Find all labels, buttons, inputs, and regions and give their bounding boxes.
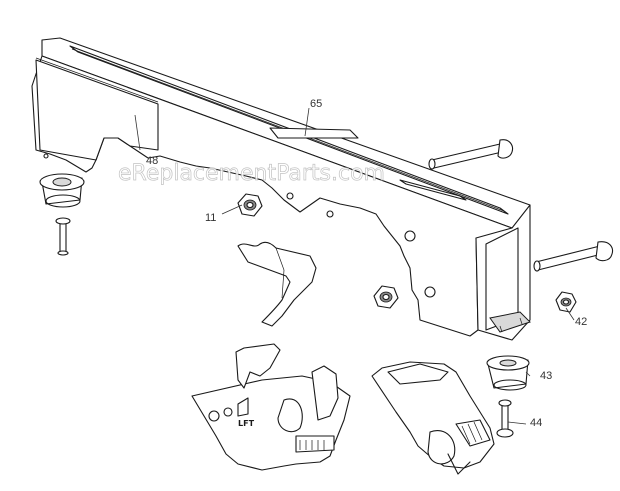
left-bracket-assembly: LFT <box>191 343 351 471</box>
main-rail <box>31 37 531 341</box>
lft-stamp: LFT <box>238 419 255 428</box>
watermark-text: eReplacementParts.com <box>118 161 385 186</box>
hex-nut-11 <box>237 193 263 217</box>
lower-long-bolt <box>533 241 614 272</box>
callout-11: 11 <box>205 212 216 224</box>
callout-43: 43 <box>540 370 552 382</box>
callout-44: 44 <box>530 417 542 429</box>
upper-long-bolt <box>428 139 514 170</box>
callout-leaders <box>134 107 575 425</box>
left-rubber-foot <box>39 173 85 208</box>
screw-44 <box>496 399 514 438</box>
left-screw <box>55 217 71 256</box>
hex-nut-42 <box>555 291 577 313</box>
right-bracket-assembly <box>371 361 495 475</box>
center-hex-nut <box>373 285 399 309</box>
rubber-foot-43 <box>486 355 530 391</box>
spring-clip <box>237 241 317 327</box>
callout-42: 42 <box>575 316 587 328</box>
callout-65: 65 <box>310 98 322 110</box>
callout-48: 48 <box>146 155 158 167</box>
